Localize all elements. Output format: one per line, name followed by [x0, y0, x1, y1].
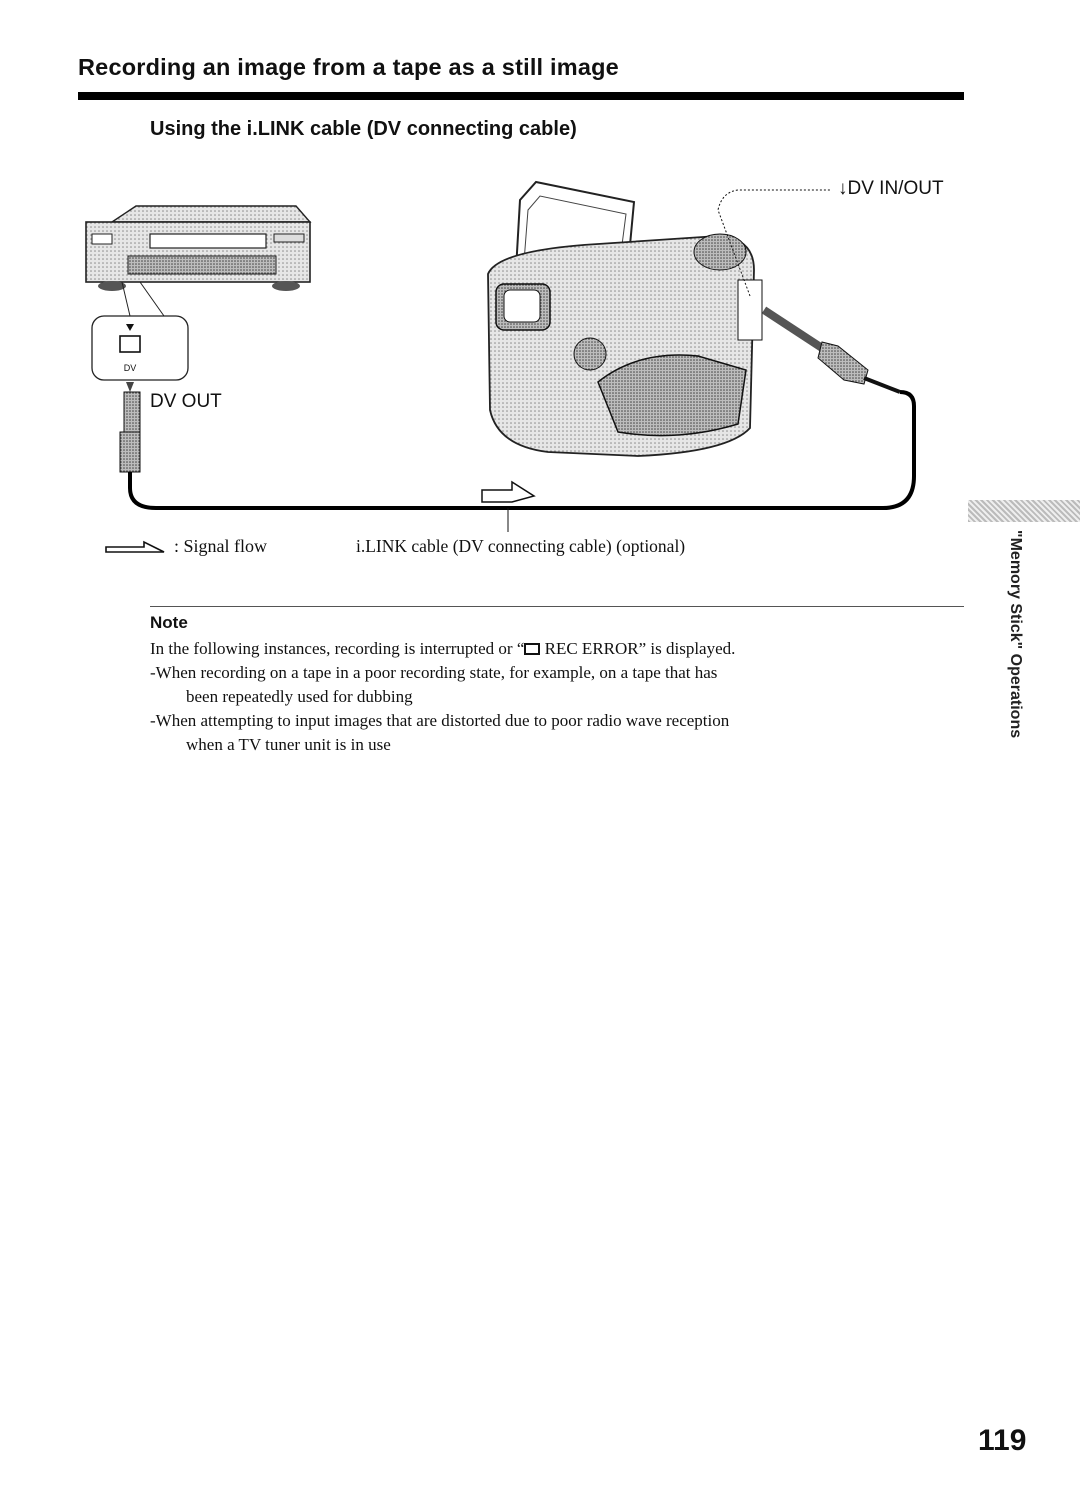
title-rule	[78, 92, 964, 100]
subsection-title: Using the i.LINK cable (DV connecting ca…	[150, 118, 577, 140]
note-item: -When attempting to input images that ar…	[150, 711, 730, 754]
dv-plug-left	[119, 382, 141, 473]
page-number: 119	[978, 1424, 1027, 1457]
signal-flow-arrow	[481, 480, 536, 503]
dv-in-out-label: ↓DV IN/OUT	[838, 178, 944, 199]
note-intro: In the following instances, recording is…	[150, 639, 736, 658]
camcorder-illustration	[487, 180, 763, 457]
dv-out-label: DV OUT	[150, 391, 222, 412]
note-title: Note	[150, 613, 188, 632]
section-tab-marker	[968, 500, 1080, 522]
cable-caption: i.LINK cable (DV connecting cable) (opti…	[356, 536, 686, 556]
note-item: -When recording on a tape in a poor reco…	[150, 663, 718, 706]
ilink-icon: ↓	[838, 178, 848, 199]
memory-stick-icon	[524, 643, 541, 655]
dv-jack-callout: DV	[91, 281, 189, 381]
dv-jack-label: DV	[124, 363, 137, 373]
signal-flow-legend-icon	[105, 540, 165, 553]
ilink-cable	[128, 390, 916, 510]
note-body: In the following instances, recording is…	[150, 637, 965, 757]
vcr-illustration	[85, 205, 312, 291]
dv-plug-right	[761, 306, 901, 394]
section-title: Recording an image from a tape as a stil…	[78, 54, 619, 80]
section-tab-label: "Memory Stick" Operations	[1007, 530, 1024, 739]
note-rule	[150, 606, 964, 607]
signal-flow-caption: : Signal flow	[174, 536, 267, 556]
connection-diagram: DV	[85, 180, 916, 532]
